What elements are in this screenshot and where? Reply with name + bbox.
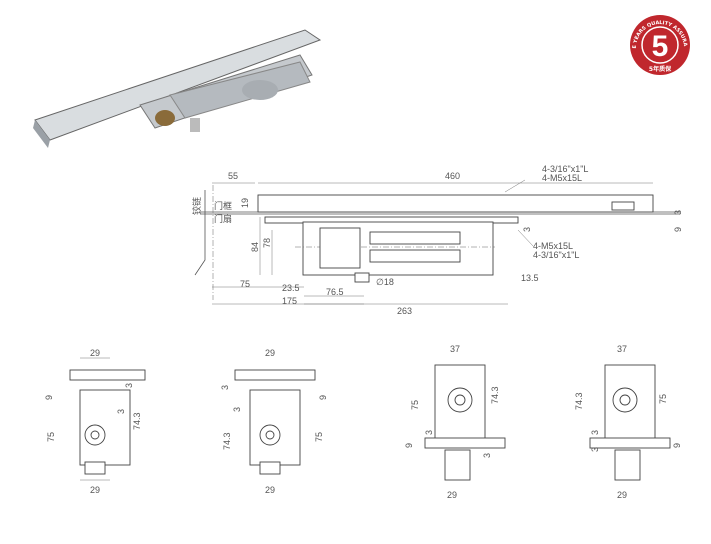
dim-175: 175 [282, 296, 297, 306]
dim-s2: 3 [424, 430, 434, 435]
dim-84: 84 [250, 242, 260, 252]
dim-263: 263 [397, 306, 412, 316]
dim-left: 75 [410, 400, 420, 410]
dim-75: 75 [240, 279, 250, 289]
dim-bottom: 29 [265, 485, 275, 495]
dim-76-5: 76.5 [326, 287, 344, 297]
dim-s3: 3 [116, 409, 126, 414]
screw-spec-bottom-1: 4-M5x15L [533, 241, 573, 251]
dim-460: 460 [445, 171, 460, 181]
section-view-2: 29 29 74.3 75 3 3 9 [220, 348, 328, 495]
section-view-1: 29 29 75 74.3 9 3 3 [44, 348, 146, 495]
hinge-label: 铰链 [191, 197, 202, 215]
section-view-4: 37 29 74.3 75 3 3 9 [574, 344, 682, 500]
dim-right: 75 [658, 394, 668, 404]
dim-3-a: 3 [522, 227, 532, 232]
screw-spec-top-1: 4-3/16"x1"L [542, 164, 588, 174]
dim-s3: 9 [318, 395, 328, 400]
dim-s2: 3 [124, 383, 134, 388]
dim-top: 29 [265, 348, 275, 358]
dim-right: 75 [314, 432, 324, 442]
frame-label: 门框 [214, 200, 232, 211]
dim-left: 75 [46, 432, 56, 442]
screw-spec-top-2: 4-M5x15L [542, 173, 582, 183]
dim-3-b: 3 [673, 210, 683, 215]
badge-ring-textpath: FIVE YEARS QUALITY ASSURANCE [0, 0, 688, 49]
dim-9: 9 [673, 227, 683, 232]
dim-s1: 3 [590, 430, 600, 435]
dim-s1: 3 [220, 385, 230, 390]
dim-s1: 9 [44, 395, 54, 400]
dim-top: 37 [617, 344, 627, 354]
leaf-label: 门扇 [214, 213, 232, 224]
dim-right: 74.3 [490, 386, 500, 404]
dim-bottom: 29 [90, 485, 100, 495]
dim-bottom: 29 [447, 490, 457, 500]
dim-s2: 3 [590, 447, 600, 452]
dim-top: 37 [450, 344, 460, 354]
dim-left: 74.3 [574, 392, 584, 410]
badge-ring-text: FIVE YEARS QUALITY ASSURANCE [0, 0, 688, 49]
dim-top: 29 [90, 348, 100, 358]
dim-s2: 3 [232, 407, 242, 412]
main-elevation-view: 55 460 19 84 78 75 23.5 76.5 175 263 ∅18… [191, 164, 683, 316]
product-photo [33, 29, 322, 148]
dim-s3: 9 [672, 443, 682, 448]
dim-13-5: 13.5 [521, 273, 539, 283]
dim-78: 78 [262, 238, 272, 248]
dim-bottom: 29 [617, 490, 627, 500]
screw-spec-bottom-2: 4-3/16"x1"L [533, 250, 579, 260]
badge-number: 5 [652, 30, 669, 63]
dim-55: 55 [228, 171, 238, 181]
dim-23-5: 23.5 [282, 283, 300, 293]
dim-19: 19 [240, 198, 250, 208]
badge-subtext: 5年质保 [649, 65, 672, 73]
section-view-3: 37 29 75 74.3 9 3 3 [404, 344, 506, 500]
dim-s3: 3 [482, 453, 492, 458]
dim-s1: 9 [404, 443, 414, 448]
dim-left: 74.3 [222, 432, 232, 450]
quality-assurance-badge: 5 FIVE YEARS QUALITY ASSURANCE 5年质保 [0, 0, 690, 75]
dim-right: 74.3 [132, 412, 142, 430]
dim-dia18: ∅18 [376, 277, 394, 287]
